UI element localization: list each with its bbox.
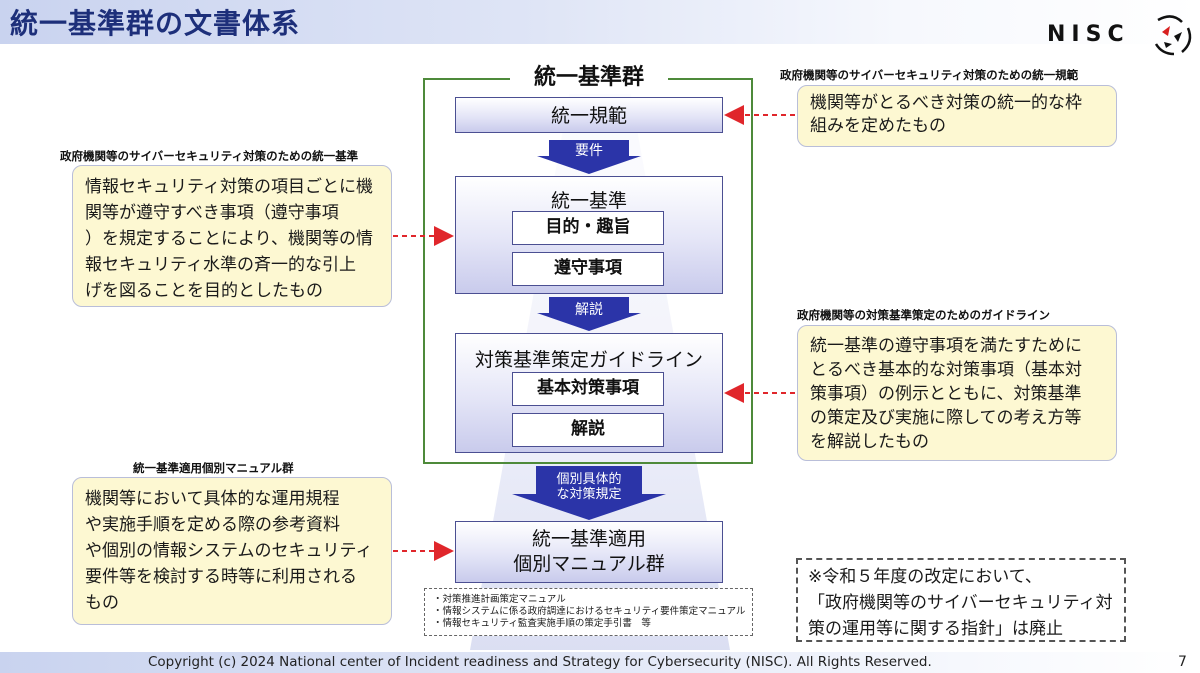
manual-note-line: 機関等において具体的な運用規程	[85, 489, 340, 509]
copyright-text: Copyright (c) 2024 National center of In…	[148, 654, 932, 670]
explanation-item-box: 解説	[512, 413, 664, 447]
unified-norm-box: 統一規範	[455, 97, 723, 133]
unified-norm-label: 統一規範	[550, 105, 627, 127]
manual-example-item: ・情報システムに係る政府調達におけるセキュリティ要件策定マニュアル	[433, 606, 746, 617]
header-band	[0, 0, 1200, 44]
manual-group-label-line2: 個別マニュアル群	[513, 553, 665, 575]
revision-note-line: 策の運用等に関する指針」は廃止	[808, 619, 1063, 639]
guideline-label: 対策基準策定ガイドライン	[474, 349, 703, 371]
purpose-item-box: 目的・趣旨	[512, 211, 664, 245]
manual-example-item: ・対策推進計画策定マニュアル	[433, 594, 566, 605]
revision-note-line: 「政府機関等のサイバーセキュリティ対	[808, 593, 1113, 613]
specific-measures-line2: な対策規定	[556, 487, 622, 502]
manual-note-line: 要件等を検討する時等に利用される	[85, 567, 357, 587]
revision-note: ※令和５年度の改定において、 「政府機関等のサイバーセキュリティ対 策の運用等に…	[796, 558, 1126, 642]
standard-note-line: 報セキュリティ水準の斉一的な引上	[85, 255, 356, 275]
manual-group-box: 統一基準適用 個別マニュアル群	[455, 521, 723, 583]
guideline-note-line: の策定及び実施に際しての考え方等	[810, 408, 1082, 428]
revision-note-line: ※令和５年度の改定において、	[808, 567, 1042, 587]
norm-note-caption: 政府機関等のサイバーセキュリティ対策のための統一規範	[780, 68, 1079, 82]
nisc-logo-text: NISC	[1047, 22, 1130, 47]
standards-group-title: 統一基準群	[510, 62, 668, 94]
standard-note-caption: 政府機関等のサイバーセキュリティ対策のための統一基準	[60, 149, 359, 163]
standard-note-line: 関等が遵守すべき事項（遵守事項	[85, 203, 339, 223]
standard-note-line: げを図ることを目的としたもの	[85, 281, 323, 301]
manual-note-caption: 統一基準適用個別マニュアル群	[133, 461, 294, 475]
manual-note-line: や実施手順を定める際の参考資料	[85, 515, 340, 535]
requirement-arrow-label: 要件	[575, 143, 603, 159]
standard-note: 情報セキュリティ対策の項目ごとに機 関等が遵守すべき事項（遵守事項 ）を規定する…	[72, 165, 392, 307]
page-number: 7	[1178, 654, 1187, 670]
guideline-note: 統一基準の遵守事項を満たすために とるべき基本的な対策事項（基本対 策事項）の例…	[797, 325, 1117, 461]
compliance-item-box: 遵守事項	[512, 252, 664, 286]
guideline-note-line: とるべき基本的な対策事項（基本対	[810, 360, 1082, 380]
manual-group-label-line1: 統一基準適用	[531, 528, 646, 550]
page-title: 統一基準群の文書体系	[10, 7, 301, 40]
unified-standard-label: 統一基準	[550, 190, 627, 212]
specific-measures-arrow	[512, 466, 666, 520]
explanation-arrow	[537, 297, 641, 331]
standard-note-line: ）を規定することにより、機関等の情	[85, 229, 373, 249]
standard-note-line: 情報セキュリティ対策の項目ごとに機	[85, 177, 373, 197]
norm-note: 機関等がとるべき対策の統一的な枠 組みを定めたもの	[797, 85, 1117, 147]
specific-measures-line1: 個別具体的	[556, 472, 622, 487]
manual-note: 機関等において具体的な運用規程 や実施手順を定める際の参考資料 や個別の情報シス…	[72, 477, 392, 625]
manual-examples-list: ・対策推進計画策定マニュアル ・情報システムに係る政府調達におけるセキュリティ要…	[424, 588, 753, 636]
guideline-note-caption: 政府機関等の対策基準策定のためのガイドライン	[797, 308, 1050, 322]
norm-note-line: 機関等がとるべき対策の統一的な枠	[810, 93, 1082, 113]
manual-note-line: もの	[85, 593, 119, 613]
basic-measures-item-box: 基本対策事項	[512, 372, 664, 406]
nisc-logo-icon	[1154, 15, 1192, 56]
guideline-note-line: 統一基準の遵守事項を満たすために	[810, 336, 1082, 356]
norm-note-line: 組みを定めたもの	[810, 116, 946, 136]
requirement-arrow	[537, 140, 641, 174]
manual-note-line: や個別の情報システムのセキュリティ	[85, 541, 373, 561]
footer-band	[0, 652, 1200, 673]
guideline-note-line: 策事項）の例示とともに、対策基準	[810, 384, 1082, 404]
manual-example-item: ・情報セキュリティ監査実施手順の策定手引書 等	[433, 618, 651, 629]
guideline-note-line: を解説したもの	[810, 432, 929, 452]
explanation-arrow-label: 解説	[575, 302, 603, 318]
